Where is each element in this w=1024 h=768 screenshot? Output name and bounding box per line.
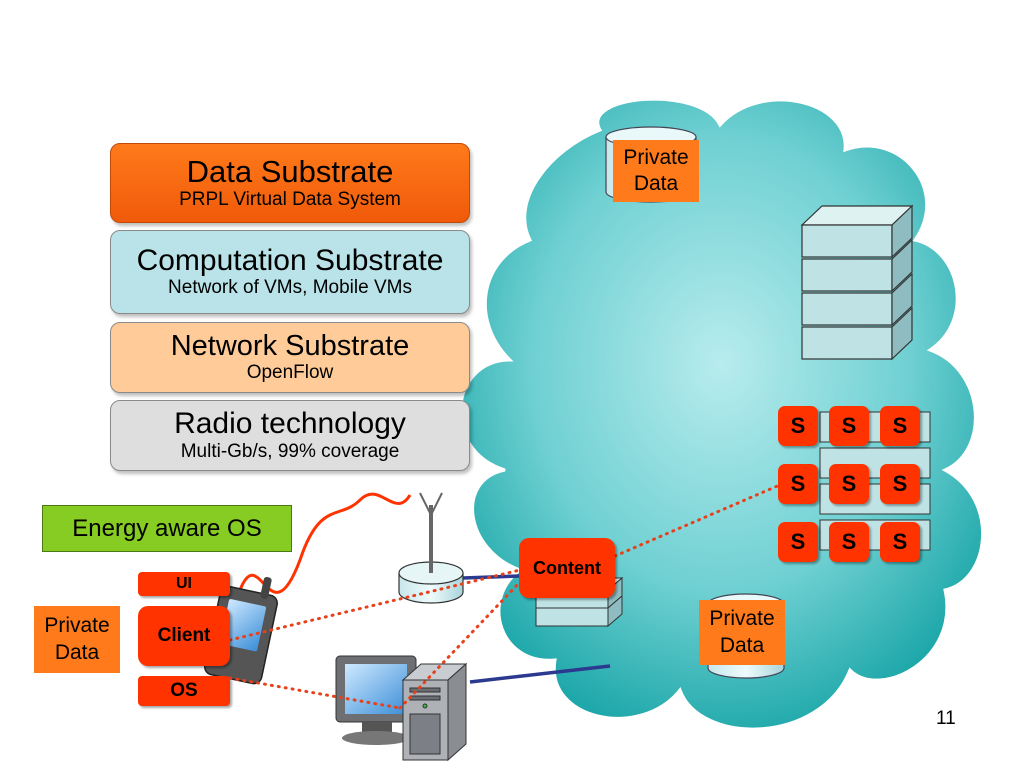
content-tag: Content	[519, 538, 615, 598]
service-tile: S	[778, 464, 818, 504]
network-links	[462, 574, 611, 684]
service-tile: S	[829, 464, 869, 504]
os-tag: OS	[138, 676, 230, 706]
service-tile: S	[880, 522, 920, 562]
layer-title: Network Substrate	[170, 329, 410, 362]
layer-subtitle: PRPL Virtual Data System	[179, 188, 401, 210]
service-tile: S	[880, 406, 920, 446]
network-substrate-layer: Network Substrate OpenFlow	[110, 322, 470, 393]
layer-subtitle: Multi-Gb/s, 99% coverage	[180, 440, 400, 462]
radio-technology-layer: Radio technology Multi-Gb/s, 99% coverag…	[110, 400, 470, 471]
layer-title: Computation Substrate	[136, 243, 444, 277]
client-tag: Client	[138, 606, 230, 666]
layer-subtitle: OpenFlow	[246, 362, 334, 384]
server-stack-icon	[800, 204, 914, 361]
dotted-links	[228, 482, 784, 710]
desktop-computer-icon	[335, 655, 417, 745]
layer-subtitle: Network of VMs, Mobile VMs	[168, 277, 412, 299]
layer-title: Radio technology	[174, 407, 406, 441]
private-data-label: Private Data	[699, 600, 785, 665]
ui-tag: UI	[138, 572, 230, 596]
service-tile: S	[778, 406, 818, 446]
computation-substrate-layer: Computation Substrate Network of VMs, Mo…	[110, 230, 470, 314]
service-tile: S	[829, 522, 869, 562]
service-tile: S	[880, 464, 920, 504]
energy-aware-os-label: Energy aware OS	[42, 505, 292, 552]
antenna-router-icon	[398, 492, 464, 604]
tower-server-icon	[401, 662, 468, 762]
private-data-label: Private Data	[613, 140, 699, 202]
page-number: 11	[936, 708, 956, 729]
service-tile: S	[778, 522, 818, 562]
service-tile: S	[829, 406, 869, 446]
radio-wave	[238, 492, 412, 594]
layer-title: Data Substrate	[186, 154, 394, 190]
data-substrate-layer: Data Substrate PRPL Virtual Data System	[110, 143, 470, 223]
private-data-label: Private Data	[34, 606, 120, 673]
